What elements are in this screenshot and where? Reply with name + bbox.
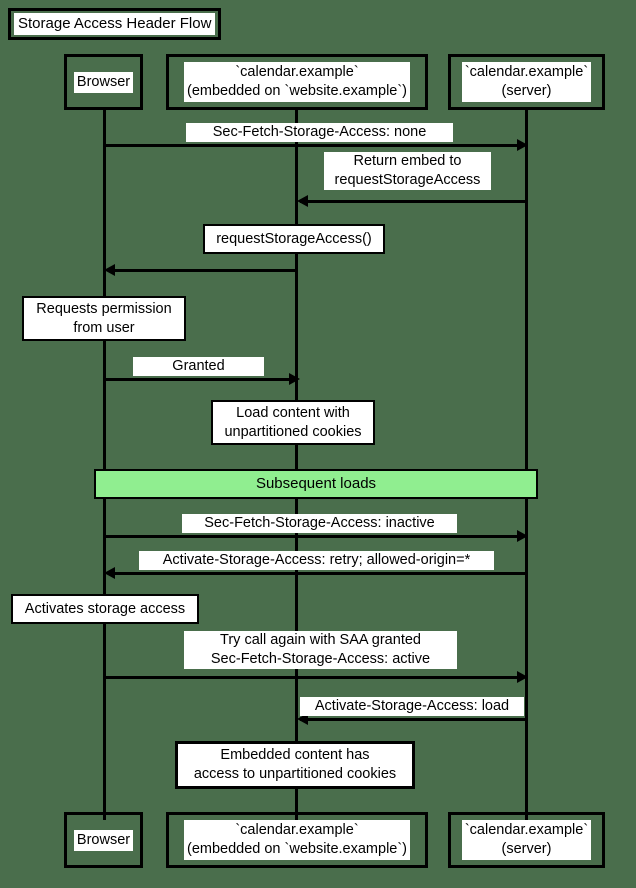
message-label-m2: Return embed to requestStorageAccess: [324, 152, 491, 190]
message-label-m1: Sec-Fetch-Storage-Access: none: [186, 123, 453, 142]
arrow-head-icon: [297, 195, 308, 207]
message-line-m5: [104, 535, 521, 538]
diagram-title-box: Storage Access Header Flow: [8, 8, 222, 40]
participant-label: Browser: [73, 829, 134, 851]
participant-browser-top[interactable]: Browser: [64, 54, 143, 110]
note-load-content: Load content with unpartitioned cookies: [211, 400, 375, 445]
arrow-head-icon: [517, 139, 528, 151]
lifeline-server: [525, 110, 528, 820]
arrow-head-icon: [289, 373, 300, 385]
note-request-storage-access: requestStorageAccess(): [203, 224, 385, 254]
message-line-m3: [108, 269, 297, 272]
participant-label: `calendar.example` (embedded on `website…: [183, 820, 411, 860]
page-title: Storage Access Header Flow: [14, 13, 216, 35]
message-label-m6: Activate-Storage-Access: retry; allowed-…: [139, 551, 494, 570]
message-line-m1: [104, 144, 521, 147]
message-label-m5: Sec-Fetch-Storage-Access: inactive: [182, 514, 457, 533]
arrow-head-icon: [104, 264, 115, 276]
arrow-head-icon: [517, 530, 528, 542]
note-embedded-content-access: Embedded content has access to unpartiti…: [175, 741, 415, 789]
note-activates-storage-access: Activates storage access: [11, 594, 199, 624]
participant-label: `calendar.example` (embedded on `website…: [183, 62, 411, 102]
section-subsequent-loads: Subsequent loads: [94, 469, 538, 499]
message-label-m4: Granted: [133, 357, 264, 376]
message-label-m8: Activate-Storage-Access: load: [300, 697, 524, 716]
participant-label: Browser: [73, 71, 134, 93]
participant-server-top[interactable]: `calendar.example` (server): [448, 54, 605, 110]
participant-embed-bottom[interactable]: `calendar.example` (embedded on `website…: [166, 812, 428, 868]
note-requests-permission: Requests permission from user: [22, 296, 186, 341]
participant-label: `calendar.example` (server): [461, 62, 592, 102]
arrow-head-icon: [104, 567, 115, 579]
lifeline-browser: [103, 110, 106, 820]
arrow-head-icon: [517, 671, 528, 683]
participant-embed-top[interactable]: `calendar.example` (embedded on `website…: [166, 54, 428, 110]
message-line-m7: [104, 676, 521, 679]
message-line-m6: [108, 572, 525, 575]
participant-browser-bottom[interactable]: Browser: [64, 812, 143, 868]
message-label-m7: Try call again with SAA granted Sec-Fetc…: [184, 631, 457, 669]
message-line-m4: [104, 378, 293, 381]
participant-label: `calendar.example` (server): [461, 820, 592, 860]
lifeline-embed: [295, 110, 298, 820]
participant-server-bottom[interactable]: `calendar.example` (server): [448, 812, 605, 868]
message-line-m8: [300, 718, 525, 721]
arrow-head-icon: [297, 713, 308, 725]
message-line-m2: [300, 200, 525, 203]
